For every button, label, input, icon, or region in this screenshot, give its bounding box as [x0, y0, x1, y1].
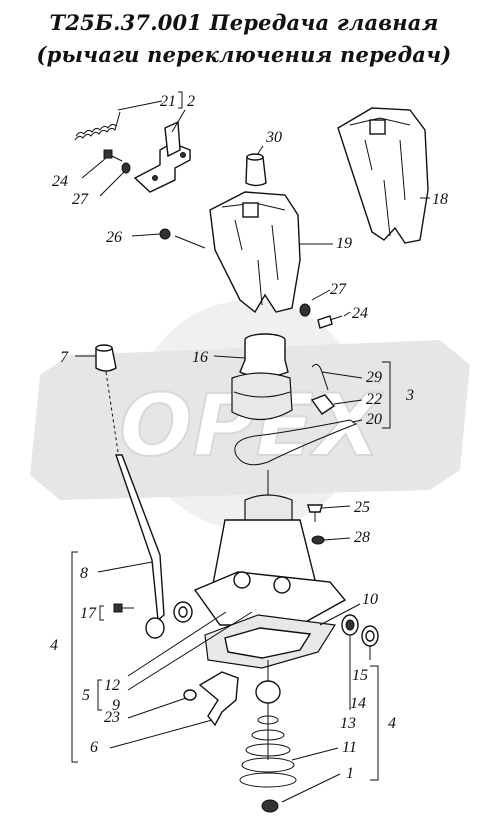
label-19: 19 — [336, 235, 352, 252]
ball-joint-part-14 — [255, 660, 281, 760]
label-27-top: 27 — [72, 191, 89, 208]
label-16: 16 — [192, 349, 208, 366]
lever-end-part-1 — [261, 799, 279, 813]
washer-part-15 — [361, 625, 379, 647]
label-13: 13 — [340, 715, 356, 732]
label-27-mid: 27 — [330, 281, 347, 298]
label-3: 3 — [405, 387, 414, 404]
cover-part-19 — [209, 191, 301, 314]
label-8: 8 — [80, 565, 88, 582]
label-6: 6 — [90, 739, 98, 756]
label-24-top: 24 — [52, 173, 68, 190]
label-9: 9 — [112, 697, 120, 714]
label-7: 7 — [60, 349, 69, 366]
pin-part-29 — [311, 363, 329, 391]
label-25: 25 — [354, 499, 370, 516]
label-29: 29 — [366, 369, 382, 386]
label-21: 21 — [160, 93, 176, 110]
seal-part-13 — [341, 614, 359, 636]
label-1: 1 — [346, 765, 354, 782]
cover-part-18 — [337, 107, 429, 244]
label-28: 28 — [354, 529, 370, 546]
label-15: 15 — [352, 667, 368, 684]
bushing-part-12 — [173, 601, 193, 623]
title-line-2: (рычаги переключения передач) — [36, 42, 452, 67]
label-11: 11 — [342, 739, 357, 756]
label-18: 18 — [432, 191, 448, 208]
washer-part-27-top — [121, 162, 131, 174]
knob-part-7 — [95, 344, 117, 372]
bracket-lines — [71, 91, 391, 781]
label-12: 12 — [104, 677, 120, 694]
gasket-part-10 — [204, 614, 337, 669]
label-30: 30 — [265, 129, 282, 146]
spring-part-21 — [74, 111, 121, 141]
label-24-mid: 24 — [352, 305, 368, 322]
label-14: 14 — [350, 695, 366, 712]
bracket-part-2 — [133, 120, 191, 193]
boot-part-16 — [231, 333, 293, 421]
nut-part-26 — [159, 228, 171, 240]
label-26: 26 — [106, 229, 122, 246]
callout-labels: 21 2 30 24 27 18 26 19 27 24 7 16 29 22 … — [50, 93, 448, 782]
label-2: 2 — [187, 93, 195, 110]
spring-part-11 — [239, 715, 297, 788]
washer-part-23 — [183, 689, 197, 701]
lever-part-6 — [198, 671, 239, 727]
lever-part-8 — [105, 371, 165, 639]
label-10: 10 — [362, 591, 378, 608]
bolt-part-24-mid — [317, 315, 343, 329]
washer-part-27-mid — [299, 303, 311, 317]
gear-shift-housing — [193, 470, 347, 626]
leader-lines — [75, 100, 430, 803]
label-4-right: 4 — [388, 715, 396, 732]
clip-part-22 — [310, 394, 336, 415]
label-23: 23 — [104, 709, 120, 726]
bolt-part-17 — [113, 603, 134, 613]
label-4-left: 4 — [50, 637, 58, 654]
label-17: 17 — [80, 605, 97, 622]
washer-part-28 — [311, 535, 325, 545]
bolt-part-24-top — [103, 149, 123, 162]
label-22: 22 — [366, 391, 382, 408]
bolt-part-25 — [307, 504, 323, 522]
knob-cap-part-30 — [245, 153, 267, 187]
title-line-1: Т25Б.37.001 Передача главная — [49, 10, 439, 35]
label-20: 20 — [366, 411, 382, 428]
label-5: 5 — [82, 687, 90, 704]
